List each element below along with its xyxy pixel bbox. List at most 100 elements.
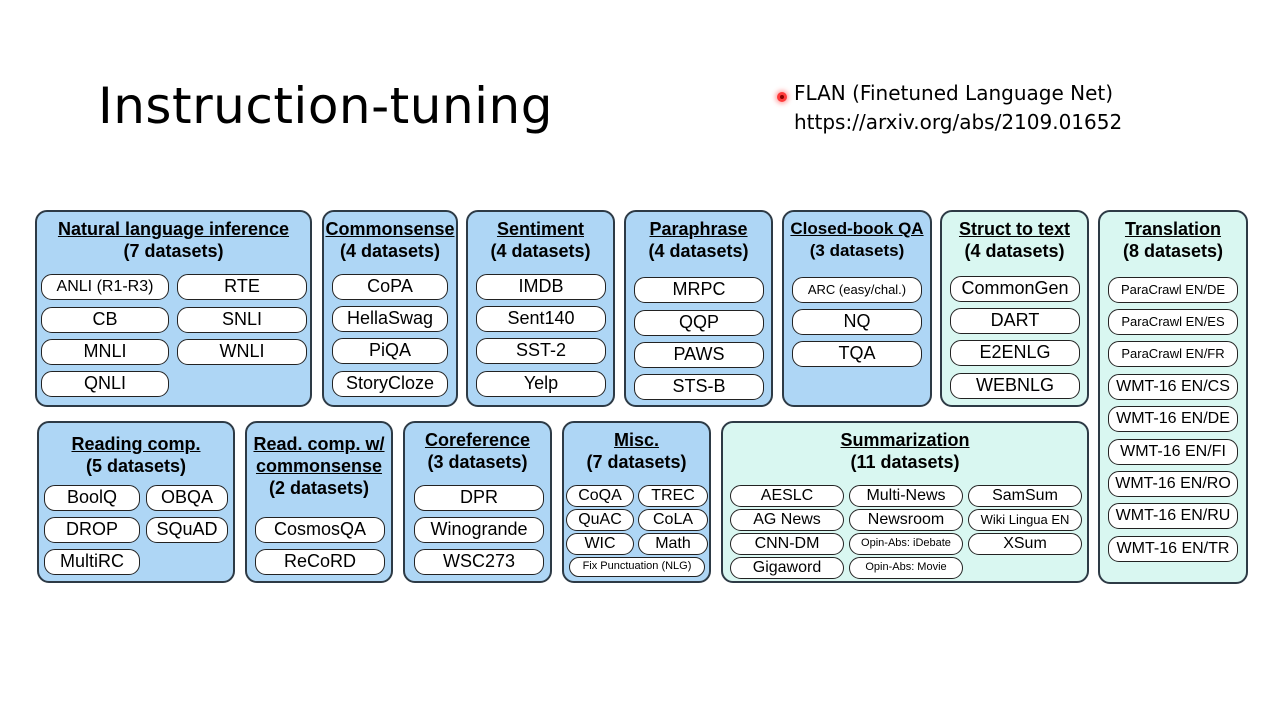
cluster-title-line2: commonsense: [255, 456, 383, 476]
cluster-title: Summarization: [840, 430, 970, 450]
dataset-pill: CoLA: [638, 509, 708, 531]
cluster-title: Reading comp.: [71, 434, 201, 454]
dataset-pill: QuAC: [566, 509, 634, 531]
dataset-pill: Winogrande: [414, 517, 544, 543]
cluster-reading-comprehension: Reading comp. (5 datasets) BoolQ OBQA DR…: [37, 421, 235, 583]
cluster-header: Reading comp. (5 datasets): [39, 433, 233, 477]
dataset-pill: OBQA: [146, 485, 228, 511]
cluster-count: (8 datasets): [1122, 241, 1224, 261]
dataset-pill: Sent140: [476, 306, 606, 332]
dataset-pill: Multi-News: [849, 485, 963, 507]
cluster-count: (5 datasets): [85, 456, 187, 476]
dataset-pill: XSum: [968, 533, 1082, 555]
dataset-pill: SamSum: [968, 485, 1082, 507]
cluster-header: Sentiment (4 datasets): [468, 218, 613, 262]
dataset-pill: ANLI (R1-R3): [41, 274, 169, 300]
cluster-count: (3 datasets): [809, 241, 905, 260]
reference-block: FLAN (Finetuned Language Net) https://ar…: [794, 79, 1122, 137]
dataset-pill: CosmosQA: [255, 517, 385, 543]
dataset-pill: QQP: [634, 310, 764, 336]
slide-title: Instruction-tuning: [98, 77, 553, 135]
cluster-header: Closed-book QA (3 datasets): [784, 218, 930, 262]
cluster-sentiment: Sentiment (4 datasets) IMDB Sent140 SST-…: [466, 210, 615, 407]
cluster-header: Commonsense (4 datasets): [324, 218, 456, 262]
cluster-count: (4 datasets): [339, 241, 441, 261]
dataset-pill: CoPA: [332, 274, 448, 300]
dataset-pill: PiQA: [332, 338, 448, 364]
dataset-pill: MRPC: [634, 277, 764, 303]
cluster-count: (2 datasets): [268, 478, 370, 498]
dataset-pill: CoQA: [566, 485, 634, 507]
cluster-header: Read. comp. w/ commonsense (2 datasets): [247, 433, 391, 499]
dataset-pill: PAWS: [634, 342, 764, 368]
dataset-pill: DPR: [414, 485, 544, 511]
dataset-pill: StoryCloze: [332, 371, 448, 397]
cluster-commonsense: Commonsense (4 datasets) CoPA HellaSwag …: [322, 210, 458, 407]
dataset-pill: MNLI: [41, 339, 169, 365]
dataset-pill: CB: [41, 307, 169, 333]
cluster-title: Translation: [1124, 219, 1222, 239]
dataset-pill: WEBNLG: [950, 373, 1080, 399]
cluster-title: Closed-book QA: [790, 219, 924, 238]
dataset-pill: Opin-Abs: Movie: [849, 557, 963, 579]
dataset-pill: Newsroom: [849, 509, 963, 531]
cluster-reading-comp-commonsense: Read. comp. w/ commonsense (2 datasets) …: [245, 421, 393, 583]
cluster-translation: Translation (8 datasets) ParaCrawl EN/DE…: [1098, 210, 1248, 584]
dataset-pill: ARC (easy/chal.): [792, 277, 922, 303]
dataset-pill: Math: [638, 533, 708, 555]
cluster-title: Paraphrase: [649, 219, 748, 239]
cluster-count: (7 datasets): [123, 241, 224, 261]
cluster-struct-to-text: Struct to text (4 datasets) CommonGen DA…: [940, 210, 1089, 407]
cluster-natural-language-inference: Natural language inference (7 datasets) …: [35, 210, 312, 407]
dataset-pill: DROP: [44, 517, 140, 543]
dataset-pill: SST-2: [476, 338, 606, 364]
cluster-count: (3 datasets): [427, 452, 528, 472]
dataset-pill: TQA: [792, 341, 922, 367]
dataset-pill: WIC: [566, 533, 634, 555]
dataset-pill: SQuAD: [146, 517, 228, 543]
cluster-title: Struct to text: [958, 219, 1070, 239]
cluster-closed-book-qa: Closed-book QA (3 datasets) ARC (easy/ch…: [782, 210, 932, 407]
dataset-pill: Opin-Abs: iDebate: [849, 533, 963, 555]
reference-paper-name: FLAN (Finetuned Language Net): [794, 81, 1114, 105]
cluster-title: Commonsense: [325, 219, 455, 239]
reference-url: https://arxiv.org/abs/2109.01652: [794, 110, 1123, 134]
cluster-count: (11 datasets): [850, 452, 960, 472]
dataset-pill: AG News: [730, 509, 844, 531]
dataset-pill: WNLI: [177, 339, 307, 365]
cluster-header: Natural language inference (7 datasets): [37, 218, 310, 262]
dataset-pill: BoolQ: [44, 485, 140, 511]
cluster-misc: Misc. (7 datasets) CoQA TREC QuAC CoLA W…: [562, 421, 711, 583]
cluster-header: Misc. (7 datasets): [564, 429, 709, 473]
dataset-pill: WMT-16 EN/CS: [1108, 374, 1238, 400]
dataset-pill: TREC: [638, 485, 708, 507]
dataset-pill: ParaCrawl EN/FR: [1108, 341, 1238, 367]
dataset-pill: ReCoRD: [255, 549, 385, 575]
cluster-header: Translation (8 datasets): [1100, 218, 1246, 262]
dataset-pill: CNN-DM: [730, 533, 844, 555]
laser-pointer-dot: [777, 92, 787, 102]
cluster-count: (4 datasets): [648, 241, 749, 261]
dataset-pill: Gigaword: [730, 557, 844, 579]
dataset-pill: MultiRC: [44, 549, 140, 575]
cluster-title: Natural language inference: [57, 219, 290, 239]
dataset-pill: SNLI: [177, 307, 307, 333]
dataset-pill: Wiki Lingua EN: [968, 509, 1082, 531]
dataset-pill: ParaCrawl EN/ES: [1108, 309, 1238, 335]
cluster-title: Misc.: [613, 430, 660, 450]
dataset-pill: WMT-16 EN/RU: [1108, 503, 1238, 529]
cluster-header: Paraphrase (4 datasets): [626, 218, 771, 262]
dataset-pill: Yelp: [476, 371, 606, 397]
cluster-count: (7 datasets): [586, 452, 687, 472]
dataset-pill: CommonGen: [950, 276, 1080, 302]
dataset-pill: WMT-16 EN/RO: [1108, 471, 1238, 497]
dataset-pill: WMT-16 EN/TR: [1108, 536, 1238, 562]
cluster-title: Coreference: [424, 430, 531, 450]
dataset-pill: IMDB: [476, 274, 606, 300]
dataset-pill: DART: [950, 308, 1080, 334]
dataset-pill: WMT-16 EN/FI: [1108, 439, 1238, 465]
cluster-title: Sentiment: [496, 219, 584, 239]
dataset-pill: RTE: [177, 274, 307, 300]
dataset-pill: AESLC: [730, 485, 844, 507]
dataset-pill: STS-B: [634, 374, 764, 400]
